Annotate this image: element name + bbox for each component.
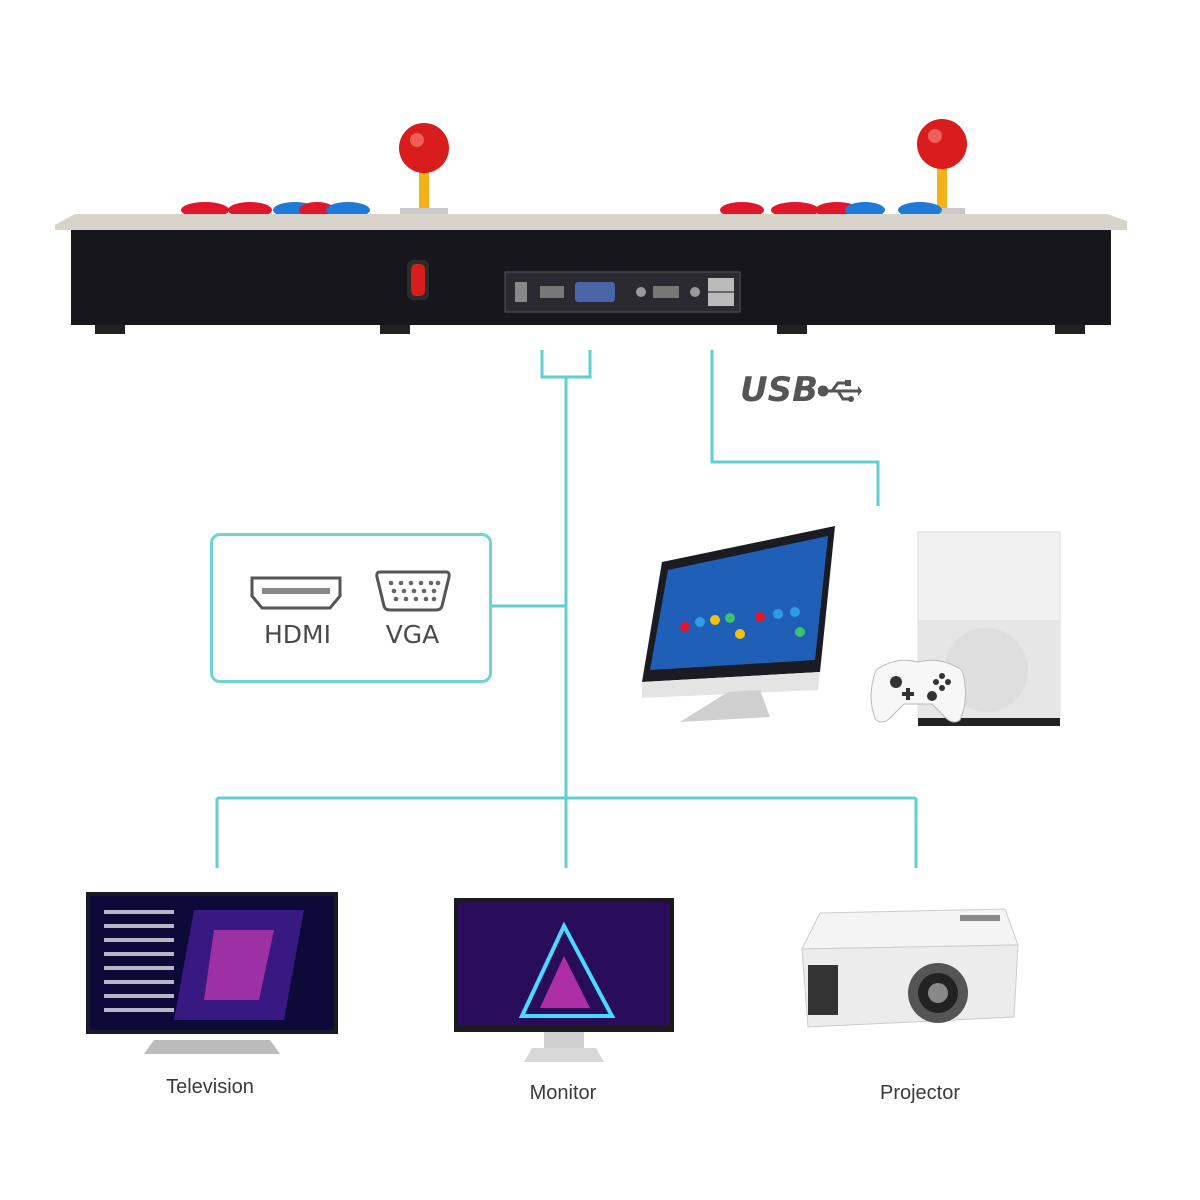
pc-screen [650, 536, 828, 670]
usb-icon [818, 380, 862, 402]
controller-image [870, 659, 966, 723]
usb-label: USB [740, 370, 819, 410]
monitor-label: Monitor [529, 1082, 597, 1104]
hdmi-icon [250, 576, 342, 610]
right-joystick-ball [917, 119, 967, 169]
television-label: Television [166, 1076, 254, 1098]
arcade-console [55, 90, 1127, 345]
game-console-image [870, 531, 1061, 726]
television-image [86, 892, 338, 1054]
acrylic-top-panel [55, 214, 1127, 230]
projector-image [801, 908, 1019, 1028]
ports-box [210, 533, 492, 683]
all-in-one-pc-image [642, 526, 835, 722]
hdmi-label: HDMI [264, 620, 331, 649]
ports-bracket-line [540, 350, 592, 379]
usb-line [710, 350, 880, 506]
monitor-image [454, 898, 674, 1062]
right-joystick-stick [937, 158, 947, 214]
projector-label: Projector [879, 1082, 961, 1104]
left-joystick-ball [399, 123, 449, 173]
left-joystick-stick [419, 162, 429, 214]
power-switch [411, 264, 425, 296]
vga-icon [375, 570, 451, 612]
vga-label: VGA [385, 620, 440, 649]
